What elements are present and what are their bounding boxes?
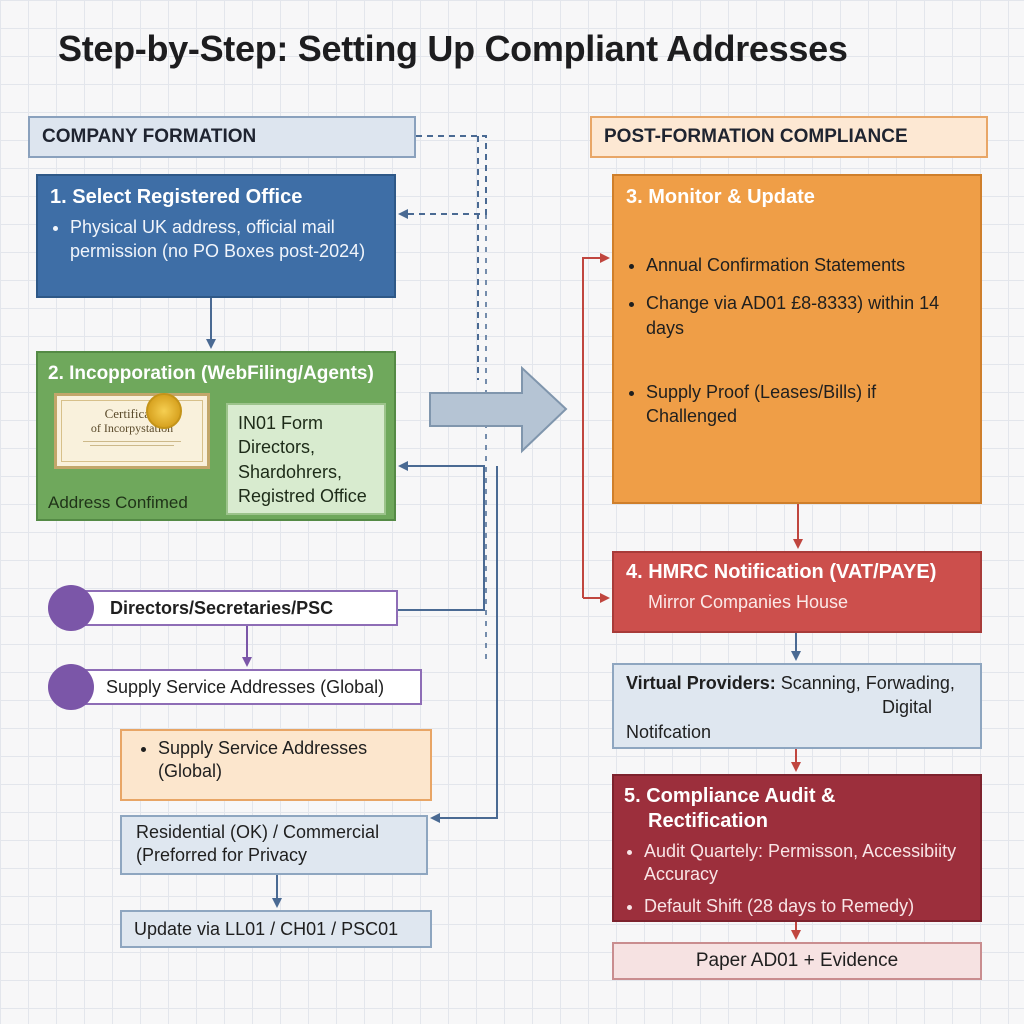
- post-formation-header: POST-FORMATION COMPLIANCE: [590, 116, 988, 158]
- step1-bullets: Physical UK address, official mail permi…: [50, 215, 382, 264]
- step3-bullets: Annual Confirmation Statements Change vi…: [626, 253, 968, 428]
- form-line: Shardohrers,: [238, 461, 343, 482]
- seal-icon: [146, 393, 182, 429]
- update-forms-box: Update via LL01 / CH01 / PSC01: [120, 910, 432, 948]
- arrow-to-residential: [430, 466, 498, 823]
- step3-title: 3. Monitor & Update: [626, 186, 815, 208]
- service-address-pill: Supply Service Addresses (Global): [74, 669, 422, 705]
- dashed-connector: [398, 135, 487, 219]
- step1-title: 1. Select Registered Office: [50, 186, 303, 208]
- form-line: Registred Office: [238, 485, 367, 506]
- service-marker-icon: [48, 664, 94, 710]
- step4-title: 4. HMRC Notification (VAT/PAYE): [626, 561, 937, 583]
- company-formation-header: COMPANY FORMATION: [28, 116, 416, 158]
- virtual-text: Scanning, Forwading,: [780, 673, 955, 693]
- paper-ad01-box: Paper AD01 + Evidence: [612, 942, 982, 980]
- virtual-label: Virtual Providers:: [626, 673, 776, 693]
- service-address-note: Supply Service Addresses (Global): [120, 729, 432, 801]
- step5-bullet: Default Shift (28 days to Remedy): [644, 895, 980, 918]
- virtual-text: Digital: [881, 697, 932, 718]
- virtual-providers-box: Virtual Providers: Scanning, Forwading, …: [612, 663, 982, 749]
- form-line: Directors,: [238, 437, 316, 458]
- step1-box: 1. Select Registered Office Physical UK …: [36, 174, 396, 298]
- step2-box: 2. Incopporation (WebFiling/Agents) Cert…: [36, 351, 396, 521]
- certificate-image: Certificate of Incorpystation: [54, 393, 210, 469]
- directors-marker-icon: [48, 585, 94, 631]
- step5-title-line: Rectification: [648, 810, 769, 832]
- service-note-bullet: Supply Service Addresses (Global): [158, 737, 416, 784]
- page-title: Step-by-Step: Setting Up Compliant Addre…: [58, 28, 848, 69]
- step4-box: 4. HMRC Notification (VAT/PAYE) Mirror C…: [612, 551, 982, 633]
- step5-bullet: Audit Quartely: Permisson, Accessibiity …: [644, 840, 980, 887]
- form-line: IN01 Form: [238, 413, 324, 433]
- arrow-directors-step2: [398, 461, 485, 611]
- step3-bullet: Change via AD01 £8-8333) within 14 days: [646, 291, 968, 340]
- step2-title: 2. Incopporation (WebFiling/Agents): [48, 363, 374, 384]
- virtual-text: Notifcation: [626, 721, 712, 742]
- residential-box: Residential (OK) / Commercial (Preforred…: [120, 815, 428, 875]
- step3-bullet: Supply Proof (Leases/Bills) if Challenge…: [646, 380, 968, 429]
- arrow-to-step3: [582, 253, 610, 598]
- certificate-line: Certificate: [104, 406, 160, 421]
- step3-box: 3. Monitor & Update Annual Confirmation …: [612, 174, 982, 504]
- step5-bullets: Audit Quartely: Permisson, Accessibiity …: [624, 840, 980, 918]
- directors-pill: Directors/Secretaries/PSC: [74, 590, 398, 626]
- big-transition-arrow: [429, 365, 568, 454]
- step1-bullet: Physical UK address, official mail permi…: [70, 215, 382, 264]
- in01-form-box: IN01 Form Directors, Shardohrers, Regist…: [226, 403, 386, 515]
- address-confirmed-label: Address Confimed: [48, 493, 188, 512]
- step5-box: 5. Compliance Audit & Rectification Audi…: [612, 774, 982, 922]
- step5-title-line: 5. Compliance Audit &: [624, 785, 836, 807]
- certificate-line: of Incorpystation: [90, 420, 174, 435]
- step3-bullet: Annual Confirmation Statements: [646, 253, 968, 277]
- step4-subtitle: Mirror Companies House: [648, 592, 849, 612]
